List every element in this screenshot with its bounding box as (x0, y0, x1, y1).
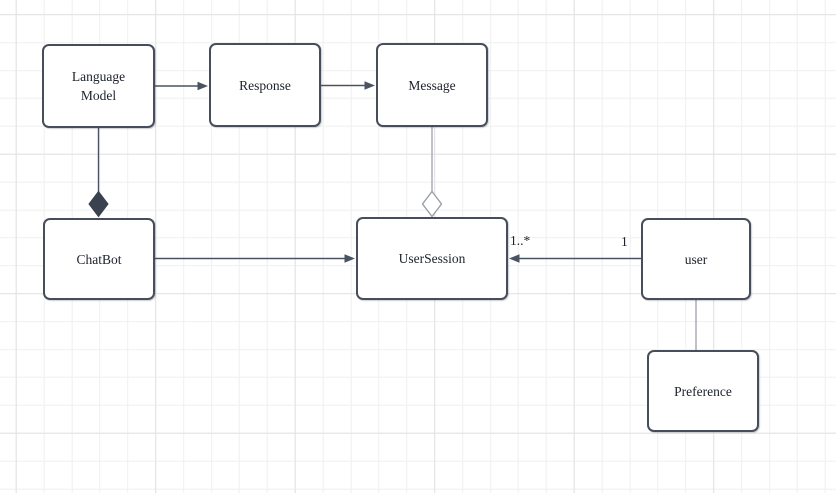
node-chatbot[interactable]: ChatBot (43, 218, 155, 300)
node-label: UserSession (398, 251, 466, 266)
node-label: Response (239, 77, 291, 93)
node-label: ChatBot (76, 251, 122, 267)
edge-languagemodel-chatbot-composition[interactable] (88, 128, 109, 218)
edge-chatbot-usersession[interactable] (155, 254, 355, 263)
multiplicity-label-target[interactable]: 1..* (510, 233, 531, 248)
node-user[interactable]: user (641, 218, 751, 300)
node-preference[interactable]: Preference (647, 350, 759, 432)
edge-languagemodel-response[interactable] (155, 81, 208, 91)
node-label: user (684, 251, 708, 267)
edge-user-usersession[interactable] (509, 254, 641, 263)
composition-diamond (88, 190, 109, 218)
edge-response-message[interactable] (321, 81, 375, 90)
arrowhead (344, 254, 355, 263)
node-label: Message (408, 77, 456, 93)
arrowhead (364, 81, 375, 90)
edge-message-usersession-aggregation[interactable] (421, 127, 443, 218)
arrowhead (509, 254, 520, 263)
node-label: Preference (674, 383, 732, 399)
multiplicity-label-source[interactable]: 1 (621, 234, 628, 249)
node-message[interactable]: Message (376, 43, 488, 127)
arrowhead (197, 81, 208, 91)
aggregation-diamond (421, 190, 443, 218)
node-usersession[interactable]: UserSession (356, 217, 508, 300)
node-language-model[interactable]: Language Model (42, 44, 155, 128)
node-response[interactable]: Response (209, 43, 321, 127)
node-label: Language Model (71, 69, 126, 103)
